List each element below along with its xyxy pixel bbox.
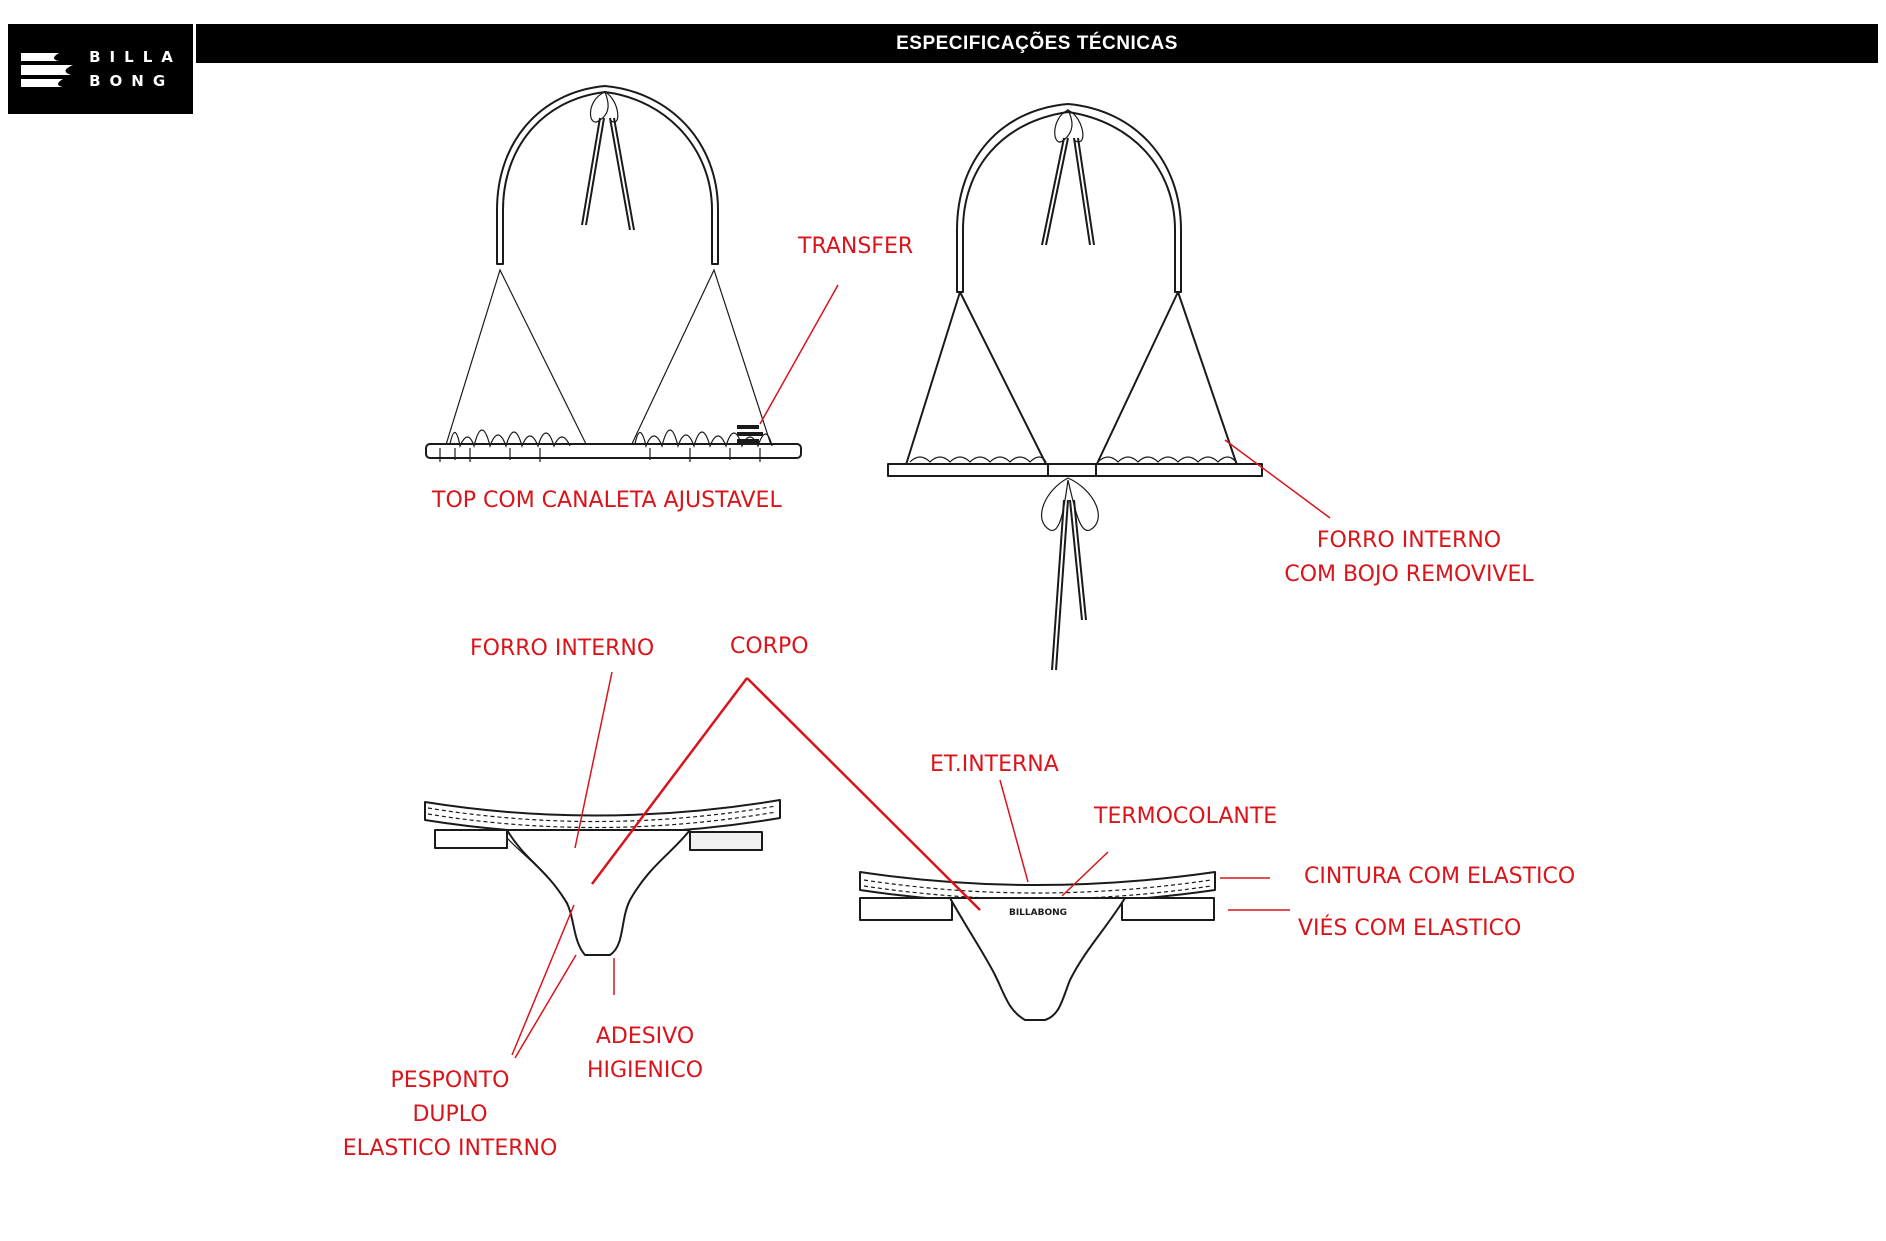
label-termocolante: TERMOCOLANTE [1094,804,1278,829]
bikini-top-front [425,85,802,462]
neck-tie [581,90,635,231]
label-adesivo: ADESIVO HIGIENICO [560,1020,730,1088]
neck-tie-back [1041,108,1095,246]
label-adesivo-line1: ADESIVO [595,1024,695,1049]
label-pesponto-line2: DUPLO [412,1102,488,1127]
brand-wordmark: BILLA BONG [89,45,182,93]
annotation-leaders [511,284,1331,1059]
label-vies: VIÉS COM ELASTICO [1298,916,1522,941]
label-pesponto: PESPONTO DUPLO ELASTICO INTERNO [320,1064,580,1166]
label-transfer: TRANSFER [798,234,914,259]
brand-line-2: BONG [89,72,175,90]
label-top-canaleta: TOP COM CANALETA AJUSTAVEL [432,488,782,513]
garment-label-tag: BILLABONG [1009,908,1067,918]
bikini-bottom-back: BILLABONG [859,871,1216,1021]
bikini-top-back [887,103,1263,671]
label-pesponto-line1: PESPONTO [390,1068,510,1093]
label-forro-bojo-line1: FORRO INTERNO [1316,528,1502,553]
label-cintura: CINTURA COM ELASTICO [1304,864,1576,889]
brand-line-1: BILLA [89,48,182,66]
label-adesivo-line2: HIGIENICO [586,1058,704,1083]
label-forro-bojo: FORRO INTERNO COM BOJO REMOVIVEL [1264,524,1554,592]
back-tie [1040,477,1099,671]
header-bar: ESPECIFICAÇÕES TÉCNICAS [196,24,1878,63]
label-forro-interno: FORRO INTERNO [470,636,655,661]
label-et-interna: ET.INTERNA [930,752,1059,777]
label-pesponto-line3: ELASTICO INTERNO [342,1136,558,1161]
page-title: ESPECIFICAÇÕES TÉCNICAS [896,32,1178,54]
brand-logo: BILLA BONG [8,24,193,114]
wave-logo-icon [21,53,74,87]
label-forro-bojo-line2: COM BOJO REMOVIVEL [1284,562,1534,587]
label-corpo: CORPO [730,634,809,659]
bikini-bottom-front [424,799,781,956]
transfer-logo-icon [737,425,763,443]
